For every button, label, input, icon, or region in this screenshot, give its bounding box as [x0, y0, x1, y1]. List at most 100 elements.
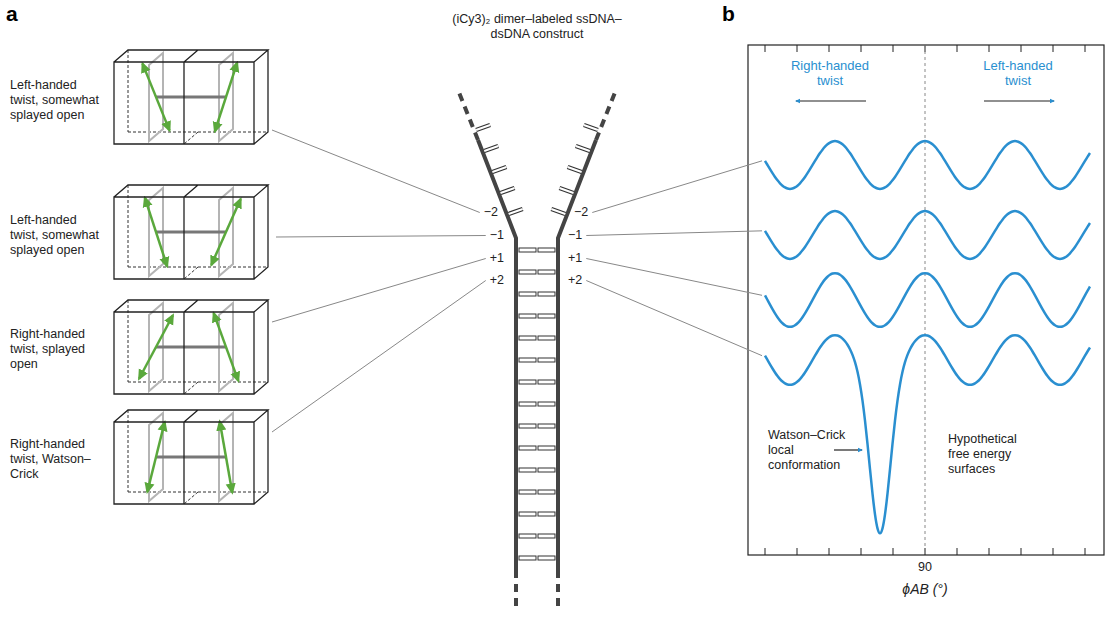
- axis-tick: [797, 45, 798, 52]
- dimer-bond: [156, 96, 226, 99]
- position-number: +1: [568, 251, 596, 266]
- free-energy-curve: [765, 211, 1090, 259]
- leader-line: [272, 130, 480, 213]
- axis-tick: [1021, 45, 1022, 52]
- base-pair: [519, 534, 536, 538]
- axis-tick: [957, 45, 958, 52]
- base: [509, 209, 523, 214]
- position-number: −1: [476, 228, 504, 243]
- cube-outline: [114, 300, 268, 394]
- dna-strand: [596, 90, 616, 140]
- axis-tick: [765, 548, 766, 555]
- cube-hidden-edge: [184, 132, 198, 144]
- dipole-arrow: [145, 198, 167, 266]
- annotation: Hypothetical free energy surfaces: [948, 432, 1032, 477]
- base-pair: [519, 490, 536, 494]
- leader-line: [586, 281, 762, 356]
- dimer-cube: [114, 410, 268, 504]
- axis-tick: [1053, 548, 1054, 555]
- base: [584, 125, 598, 130]
- leader-line: [586, 231, 762, 236]
- conformation-label: Left-handed twist, somewhat splayed open: [10, 78, 102, 123]
- base: [501, 188, 515, 193]
- base-pair: [519, 336, 536, 340]
- base-pair: [519, 358, 536, 362]
- conformation-label: Left-handed twist, somewhat splayed open: [10, 213, 102, 258]
- base: [509, 209, 523, 214]
- base: [501, 188, 515, 193]
- axis-tick: [797, 548, 798, 555]
- base: [484, 146, 498, 151]
- cube-hidden-edge: [184, 267, 198, 279]
- base-pair: [538, 292, 555, 296]
- axis-tick: [1085, 45, 1086, 52]
- pointer-arrow: [834, 449, 862, 450]
- base: [476, 125, 490, 130]
- base-pair: [538, 402, 555, 406]
- axis-tick-label: 90: [905, 560, 945, 575]
- annotation: Watson–Crick local conformation: [768, 428, 848, 473]
- axis-tick: [989, 548, 990, 555]
- base-pair: [538, 248, 555, 252]
- base: [568, 167, 582, 172]
- base-pair: [538, 468, 555, 472]
- position-number: +2: [568, 273, 596, 288]
- axis-tick: [893, 548, 894, 555]
- dimer-bond: [156, 456, 226, 459]
- base-pair: [538, 556, 555, 560]
- base-pair: [519, 512, 536, 516]
- base: [559, 188, 573, 193]
- dimer-bond: [156, 231, 226, 234]
- dipole-arrow: [139, 315, 173, 379]
- base-pair: [519, 248, 536, 252]
- energy-plot: [748, 45, 1104, 555]
- base-pair: [519, 292, 536, 296]
- axis-tick: [1021, 548, 1022, 555]
- position-number: −2: [574, 205, 602, 220]
- free-energy-curve: [765, 141, 1090, 189]
- leader-line: [586, 259, 762, 296]
- base: [476, 125, 490, 130]
- base-pair: [519, 402, 536, 406]
- leader-line: [592, 161, 762, 213]
- dipole-arrow: [147, 422, 164, 492]
- base-pair: [538, 380, 555, 384]
- axis-tick: [989, 45, 990, 52]
- position-number: +1: [476, 251, 504, 266]
- construct-title: (iCy3)₂ dimer–labeled ssDNA–dsDNA constr…: [447, 12, 627, 42]
- base-pair: [538, 358, 555, 362]
- axis-title: ϕAB (°): [880, 582, 970, 597]
- dna-strand: [556, 570, 560, 608]
- base-pair: [538, 314, 555, 318]
- base-pair: [538, 424, 555, 428]
- free-energy-curve: [765, 273, 1090, 327]
- base-pair: [519, 446, 536, 450]
- base: [576, 146, 590, 151]
- panel-letter: a: [6, 2, 36, 26]
- reference-line: [925, 45, 926, 555]
- dipole-arrow: [214, 313, 239, 381]
- dna-strand: [458, 90, 478, 140]
- dna-strand: [478, 140, 516, 570]
- leader-line: [276, 236, 486, 238]
- base-pair: [519, 380, 536, 384]
- base: [551, 209, 565, 214]
- axis-tick: [861, 548, 862, 555]
- base-pair: [519, 270, 536, 274]
- dimer-cube: [114, 185, 268, 279]
- cube-outline: [114, 185, 268, 279]
- dipole-arrow: [143, 64, 170, 131]
- base: [492, 167, 506, 172]
- direction-arrow: [984, 100, 1054, 101]
- dna-strand: [514, 570, 518, 608]
- twist-direction: Left-handed twist: [976, 58, 1060, 88]
- base: [484, 146, 498, 151]
- axis-tick: [829, 45, 830, 52]
- free-energy-curve: [765, 335, 1090, 533]
- base-pair: [538, 534, 555, 538]
- axis-tick: [1085, 548, 1086, 555]
- conformation-label: Right-handed twist, Watson–Crick: [10, 437, 102, 482]
- dipole-arrow: [220, 422, 233, 493]
- position-number: −1: [568, 228, 596, 243]
